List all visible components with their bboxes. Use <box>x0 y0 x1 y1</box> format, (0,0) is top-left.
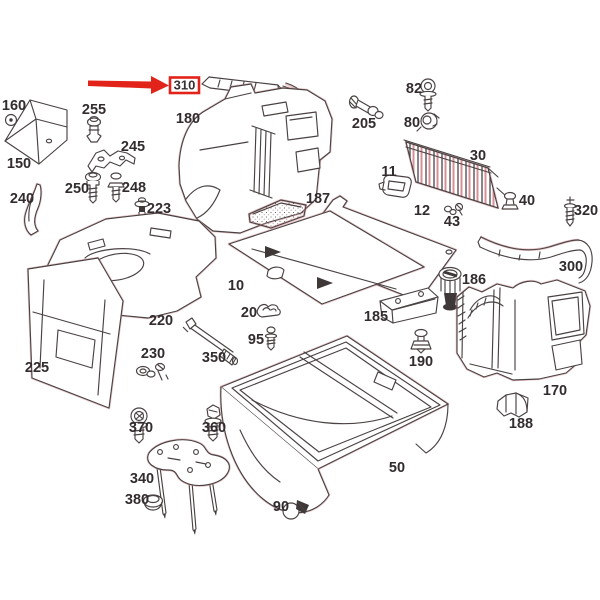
part-label-370: 370 <box>129 420 153 436</box>
part-label-50: 50 <box>389 460 405 476</box>
part-label-340: 340 <box>130 471 154 487</box>
part-label-255: 255 <box>82 102 106 118</box>
part-240-drawing <box>23 182 43 237</box>
part-80-drawing <box>416 112 440 132</box>
part-label-350: 350 <box>202 350 226 366</box>
part-label-230: 230 <box>141 346 165 362</box>
part-label-186: 186 <box>462 272 486 288</box>
part-label-250: 250 <box>65 181 89 197</box>
part-190-drawing <box>410 328 432 354</box>
part-248-drawing <box>107 172 125 203</box>
part-label-300: 300 <box>559 259 583 275</box>
part-380-drawing <box>142 494 164 511</box>
part-340-drawing <box>146 438 231 535</box>
highlight-box <box>168 76 201 95</box>
part-label-170: 170 <box>543 383 567 399</box>
part-label-240: 240 <box>10 191 34 207</box>
highlighted-part-label: 310 <box>174 78 196 93</box>
part-250-drawing <box>84 171 102 204</box>
part-labels: 160 150 255 245 250 248 223 240 180 205 … <box>2 81 598 515</box>
part-label-11: 11 <box>381 164 396 180</box>
part-360-drawing <box>204 404 222 442</box>
part-label-12: 12 <box>414 203 430 219</box>
part-label-160: 160 <box>2 98 26 114</box>
part-370-drawing <box>129 407 149 444</box>
part-label-320: 320 <box>574 203 598 219</box>
part-187-drawing <box>247 198 308 230</box>
part-label-43: 43 <box>444 214 460 230</box>
part-label-188: 188 <box>509 416 533 432</box>
part-50-drawing <box>219 334 450 514</box>
part-150-drawing <box>4 99 68 165</box>
part-180-drawing <box>177 82 334 235</box>
part-label-95: 95 <box>248 332 264 348</box>
part-350-drawing <box>182 317 239 366</box>
part-label-82: 82 <box>406 81 422 97</box>
part-label-187: 187 <box>306 191 330 207</box>
part-188-drawing <box>496 392 529 418</box>
part-11-drawing <box>378 174 412 198</box>
part-225-drawing <box>26 256 125 410</box>
part-label-248: 248 <box>122 180 146 196</box>
part-300-drawing <box>477 235 593 284</box>
part-label-380: 380 <box>125 492 149 508</box>
part-185-drawing <box>379 287 439 324</box>
fold-direction-arrow-icon <box>317 277 333 289</box>
part-43-drawing <box>443 202 464 216</box>
part-label-20: 20 <box>241 305 257 321</box>
part-20-drawing <box>256 303 281 318</box>
part-255-drawing <box>86 116 102 143</box>
part-label-10: 10 <box>228 278 244 294</box>
part-label-185: 185 <box>364 309 388 325</box>
fold-direction-arrow-icon <box>265 246 281 258</box>
part-245-drawing <box>87 149 136 173</box>
part-label-90: 90 <box>273 499 289 515</box>
part-label-205: 205 <box>352 116 376 132</box>
part-40-drawing <box>501 191 519 210</box>
part-label-150: 150 <box>7 156 31 172</box>
part-160-drawing <box>4 113 18 127</box>
highlight-group: 310 <box>88 76 201 95</box>
part-label-180: 180 <box>176 111 200 127</box>
highlight-arrow-icon <box>88 76 169 94</box>
part-label-225: 225 <box>25 360 49 376</box>
part-label-190: 190 <box>409 354 433 370</box>
part-label-40: 40 <box>519 193 535 209</box>
part-label-223: 223 <box>147 201 171 217</box>
part-label-245: 245 <box>121 139 145 155</box>
part-205-drawing <box>348 95 384 120</box>
part-label-360: 360 <box>202 420 226 436</box>
part-90-drawing <box>282 500 309 520</box>
part-95-drawing <box>264 326 278 351</box>
part-label-30: 30 <box>470 148 486 164</box>
part-170-drawing <box>455 278 592 382</box>
part-10-drawing <box>227 209 426 306</box>
part-label-80: 80 <box>404 115 420 131</box>
part-230-drawing <box>135 362 169 381</box>
part-82-drawing <box>419 78 437 112</box>
part-186-drawing <box>438 266 462 311</box>
part-label-220: 220 <box>149 313 173 329</box>
part-320-drawing <box>563 196 577 227</box>
part-30-drawing <box>403 139 507 210</box>
